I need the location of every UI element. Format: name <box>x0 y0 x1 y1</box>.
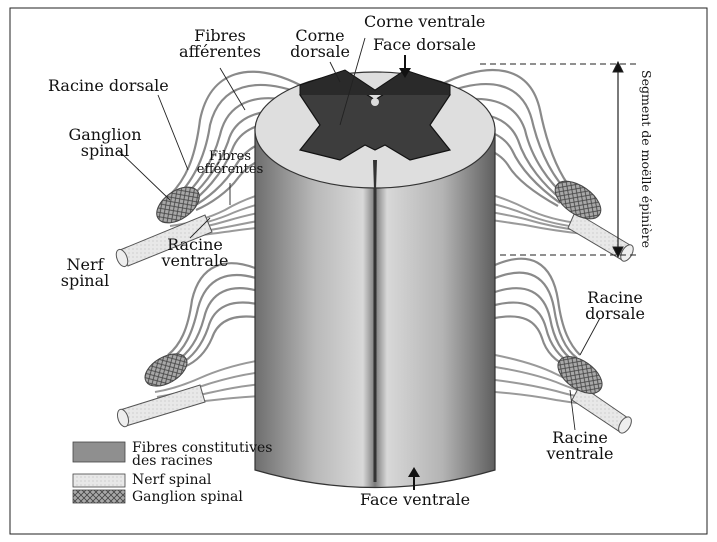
label-fibres-afferentes: Fibres afférentes <box>175 28 265 60</box>
label-nerf-spinal: Nerf spinal <box>55 257 115 289</box>
legend-swatch-nerf <box>73 474 125 487</box>
label-racine-ventrale-left: Racine ventrale <box>150 237 240 269</box>
label-face-ventrale: Face ventrale <box>360 492 470 508</box>
label-racine-dorsale-left: Racine dorsale <box>48 78 169 94</box>
label-racine-ventrale-right: Racine ventrale <box>535 430 625 462</box>
label-face-dorsale: Face dorsale <box>373 37 476 53</box>
legend-swatch-fibres <box>73 442 125 462</box>
legend-swatch-ganglion <box>73 490 125 503</box>
cord-cross-section <box>255 70 495 190</box>
legend-item-fibres: Fibres constitutives des racines <box>132 442 272 468</box>
label-corne-dorsale: Corne dorsale <box>285 28 355 60</box>
legend-item-nerf: Nerf spinal <box>132 474 211 487</box>
label-fibres-efferentes: Fibres efférentes <box>190 150 270 176</box>
label-ganglion-spinal: Ganglion spinal <box>65 127 145 159</box>
label-segment: Segment de moëlle épinière <box>639 70 654 248</box>
label-racine-dorsale-right: Racine dorsale <box>575 290 655 322</box>
legend-item-ganglion: Ganglion spinal <box>132 491 243 504</box>
label-corne-ventrale: Corne ventrale <box>364 14 485 30</box>
